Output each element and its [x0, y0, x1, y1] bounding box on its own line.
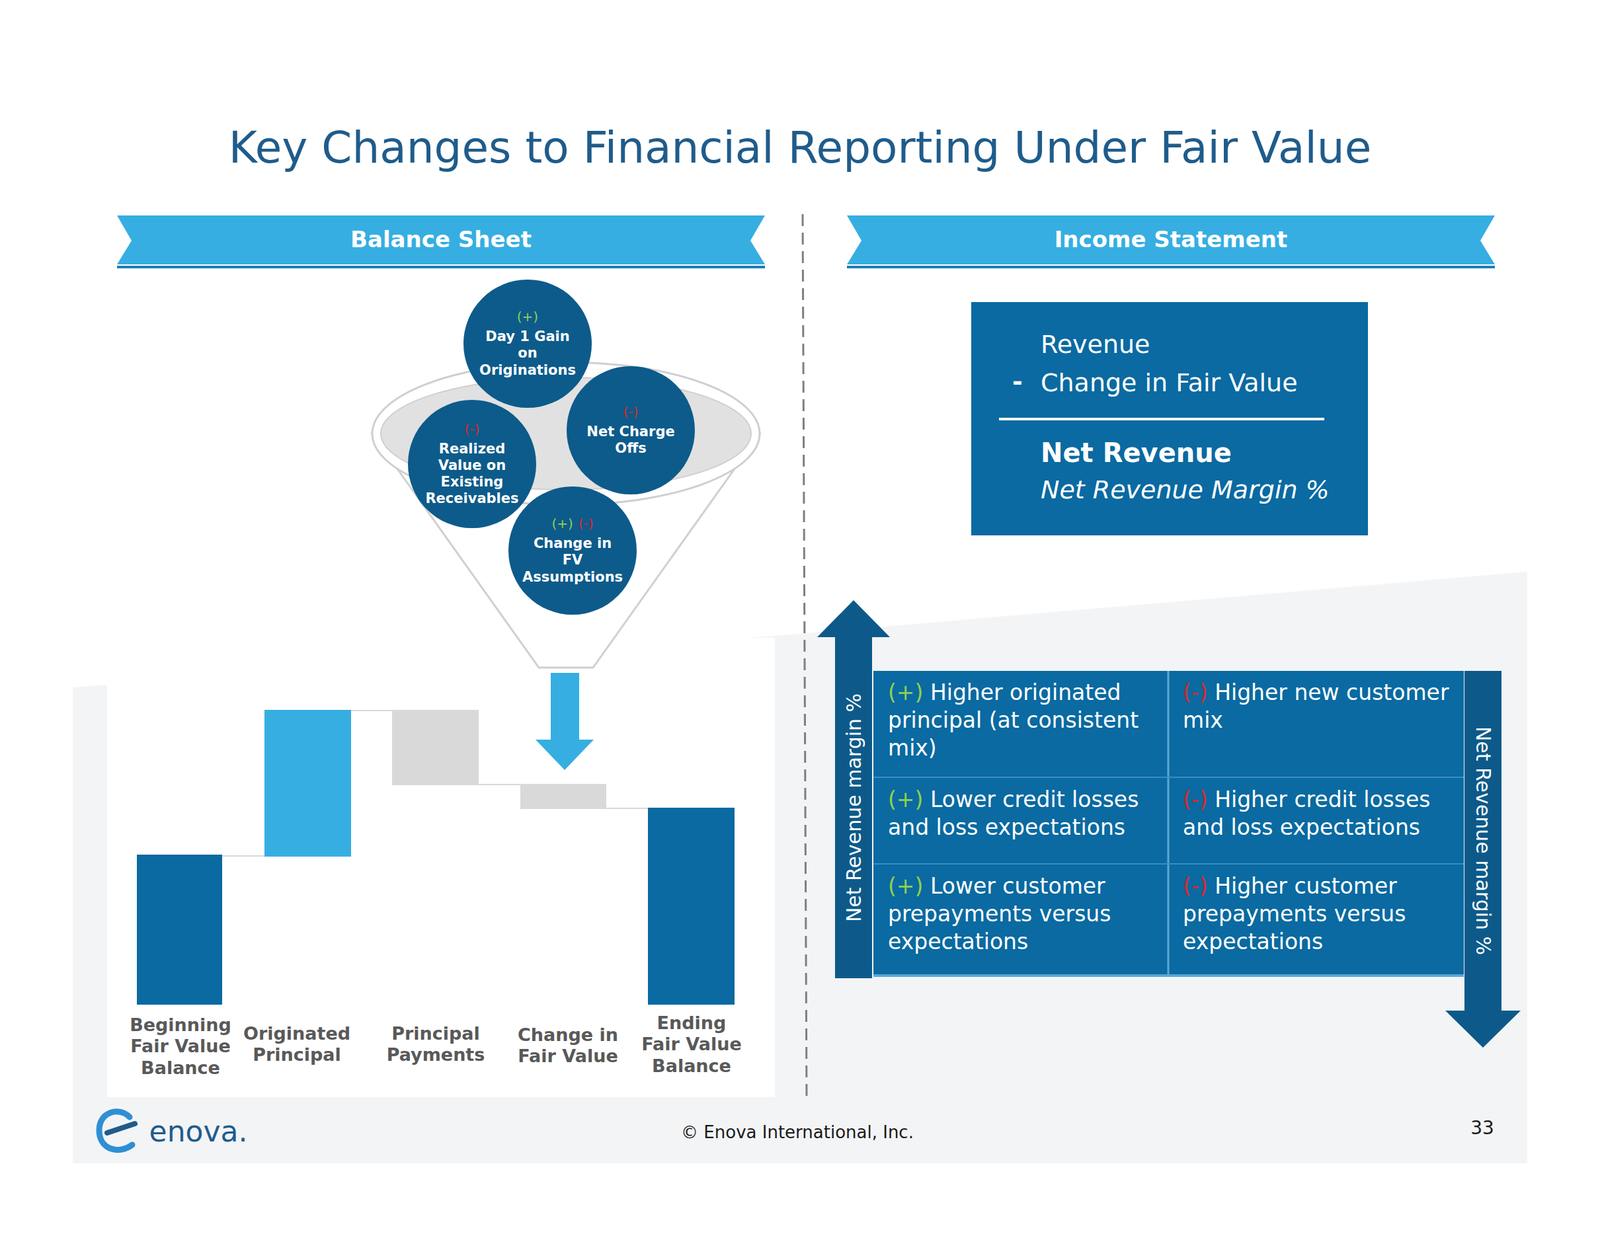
cell-text: (+) Lower customer prepayments versus ex… — [887, 872, 1157, 957]
sign-row: (+) (-) — [551, 515, 594, 532]
sign-row: (-) — [623, 403, 639, 420]
axis-label: Principal Payments — [379, 1023, 492, 1067]
axis-label: Change in Fair Value — [511, 1024, 625, 1068]
funnel-circle: (+) Day 1 Gain on Originations — [463, 279, 592, 408]
white-panel — [107, 638, 775, 1098]
shape-outline — [117, 215, 765, 265]
shape-outline — [117, 265, 765, 269]
effect-cell: (+) Higher originated principal (at cons… — [873, 671, 1169, 779]
shape-outline — [846, 215, 1495, 265]
logo-icon — [99, 1112, 135, 1151]
effect-cell: (+) Lower credit losses and loss expecta… — [873, 778, 1169, 865]
income-rule — [999, 417, 1325, 421]
table-divider — [1167, 671, 1170, 978]
sign-mark: (-) — [464, 421, 480, 438]
table-bottom — [873, 974, 1464, 978]
funnel-circle: (-) Net Charge Offs — [566, 366, 695, 495]
cell-label: Higher credit losses and loss expectatio… — [1182, 786, 1431, 841]
waterfall-bar — [392, 710, 479, 786]
circle-label: Net Charge Offs — [581, 423, 681, 457]
shape-outline — [1445, 671, 1521, 1048]
axis-label: Beginning Fair Value Balance — [124, 1014, 237, 1080]
cell-text: (+) Lower credit losses and loss expecta… — [887, 786, 1157, 842]
funnel-circle: (-) Realized Value on Existing Receivable… — [407, 400, 537, 529]
sign-mark: (+) — [551, 515, 573, 532]
cell-label: Higher originated principal (at consiste… — [887, 679, 1139, 761]
sign-row: (+) — [517, 308, 539, 325]
arrow-label: Net Revenue margin % — [842, 693, 866, 923]
axis-label: Originated Principal — [240, 1023, 354, 1067]
divider-line — [802, 214, 807, 1099]
waterfall-bar — [520, 784, 607, 810]
shape-outline — [817, 600, 890, 979]
income-line: Change in Fair Value — [1040, 368, 1298, 398]
sign-mark: (+) — [887, 679, 923, 706]
copyright-note: © Enova International, Inc. — [625, 1122, 970, 1143]
sign-mark: (-) — [1182, 786, 1208, 813]
section-banner: Income Statement — [846, 212, 1495, 269]
income-line: - — [1012, 366, 1023, 397]
down-arrow — [535, 673, 594, 771]
grey-panel — [72, 571, 1528, 1164]
waterfall-bar — [647, 807, 735, 1005]
sign-mark: (-) — [1182, 679, 1208, 706]
income-line: Net Revenue Margin % — [1040, 475, 1330, 505]
page-number: 33 — [1455, 1117, 1509, 1140]
cell-text: (-) Higher credit losses and loss expect… — [1182, 786, 1452, 842]
effect-cell: (-) Higher customer prepayments versus e… — [1168, 864, 1464, 976]
waterfall-bar — [264, 710, 352, 857]
circle-label: Day 1 Gain on Originations — [478, 328, 578, 379]
income-line: Net Revenue — [1040, 437, 1232, 469]
logo-text: enova. — [132, 1114, 265, 1149]
down-arrow: Net Revenue margin % — [1445, 671, 1521, 1048]
table-box — [873, 671, 1464, 978]
waterfall-connectors — [222, 710, 648, 857]
circle-label: Change in FV Assumptions — [522, 535, 623, 586]
sign-mark: (-) — [1182, 873, 1208, 900]
cell-text: (-) Higher customer prepayments versus e… — [1182, 872, 1452, 957]
sign-mark: (+) — [887, 873, 923, 900]
sign-mark: (+) — [517, 308, 539, 325]
axis-label: Ending Fair Value Balance — [635, 1012, 748, 1078]
effect-cell: (-) Higher new customer mix — [1168, 671, 1464, 779]
effect-cell: (-) Higher credit losses and loss expect… — [1168, 778, 1464, 865]
income-line: Revenue — [1040, 329, 1151, 360]
cell-label: Higher new customer mix — [1182, 679, 1449, 734]
funnel-circle: (+) (-) Change in FV Assumptions — [508, 486, 637, 615]
cell-text: (+) Higher originated principal (at cons… — [887, 679, 1157, 763]
waterfall-bar — [136, 854, 223, 1005]
cell-label: Higher customer prepayments versus expec… — [1182, 873, 1406, 955]
income-box: Revenue-Change in Fair ValueNet RevenueN… — [971, 302, 1368, 536]
sign-mark: (+) — [887, 786, 923, 813]
circle-label: Realized Value on Existing Receivables — [422, 440, 522, 508]
sign-mark: (-) — [623, 403, 639, 420]
sign-row: (-) — [464, 421, 480, 438]
banner-title: Balance Sheet — [350, 226, 532, 253]
banner-title: Income Statement — [1054, 226, 1288, 253]
up-arrow: Net Revenue margin % — [817, 600, 890, 979]
cell-text: (-) Higher new customer mix — [1182, 679, 1452, 735]
arrow-label: Net Revenue margin % — [1471, 726, 1495, 956]
shape-outline — [846, 265, 1495, 269]
page-title: Key Changes to Financial Reporting Under… — [0, 122, 1600, 174]
cell-label: Lower credit losses and loss expectation… — [887, 786, 1139, 841]
effect-cell: (+) Lower customer prepayments versus ex… — [873, 864, 1169, 976]
section-banner: Balance Sheet — [117, 212, 765, 269]
sign-mark: (-) — [578, 515, 594, 532]
